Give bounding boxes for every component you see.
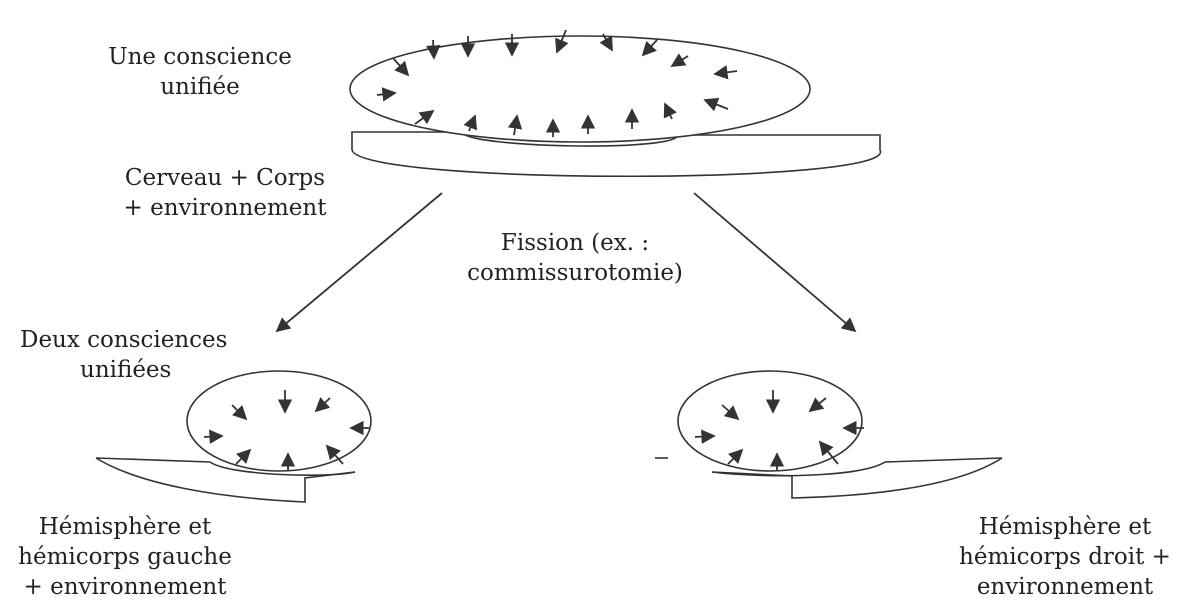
inward-arrow (426, 39, 441, 60)
inward-arrow (641, 39, 658, 57)
inward-arrow (808, 397, 827, 413)
inward-arrow (555, 29, 569, 54)
left-consciousness-ellipse (186, 370, 372, 472)
inward-arrow (721, 404, 740, 421)
inward-arrow (314, 397, 331, 413)
right-inward-arrows (694, 390, 864, 470)
inward-arrow (203, 429, 224, 444)
label-top-substrate: Cerveau + Corps + environnement (123, 165, 327, 221)
label-fission: Fission (ex. : commissurotomie) (467, 230, 683, 286)
label-left-substrate: Hémisphère et hémicorps gauche + environ… (18, 514, 232, 600)
inward-arrow (818, 440, 839, 465)
inward-arrow (325, 444, 344, 465)
label-right-substrate: Hémisphère et hémicorps droit + environn… (959, 514, 1171, 600)
inward-arrow (599, 33, 613, 52)
inward-arrow (235, 448, 252, 465)
top-inward-arrows (376, 29, 738, 137)
inward-arrow (507, 114, 523, 136)
left-inward-arrows (203, 390, 369, 470)
top-consciousness-ellipse (349, 35, 811, 143)
inward-arrow (376, 87, 397, 102)
inward-arrow (231, 404, 248, 421)
top-substrate-shape (351, 131, 881, 178)
inward-arrow (663, 102, 677, 120)
fission-arrow-left (275, 192, 443, 333)
label-top-consciousness: Une conscience unifiée (108, 44, 292, 100)
right-consciousness-ellipse (677, 370, 863, 472)
left-substrate-shape (95, 457, 356, 503)
inward-arrow (713, 65, 738, 80)
inward-arrow (703, 97, 729, 112)
inward-arrow (414, 109, 435, 125)
inward-arrow (392, 57, 410, 77)
right-substrate-shape (655, 457, 1003, 499)
inward-arrow (670, 53, 689, 67)
inward-arrow (727, 448, 744, 465)
inward-arrow (694, 429, 716, 444)
inward-arrow (463, 114, 478, 132)
label-two-consciousness: Deux consciences unifiées (20, 327, 228, 383)
fission-arrow-right (693, 192, 857, 333)
